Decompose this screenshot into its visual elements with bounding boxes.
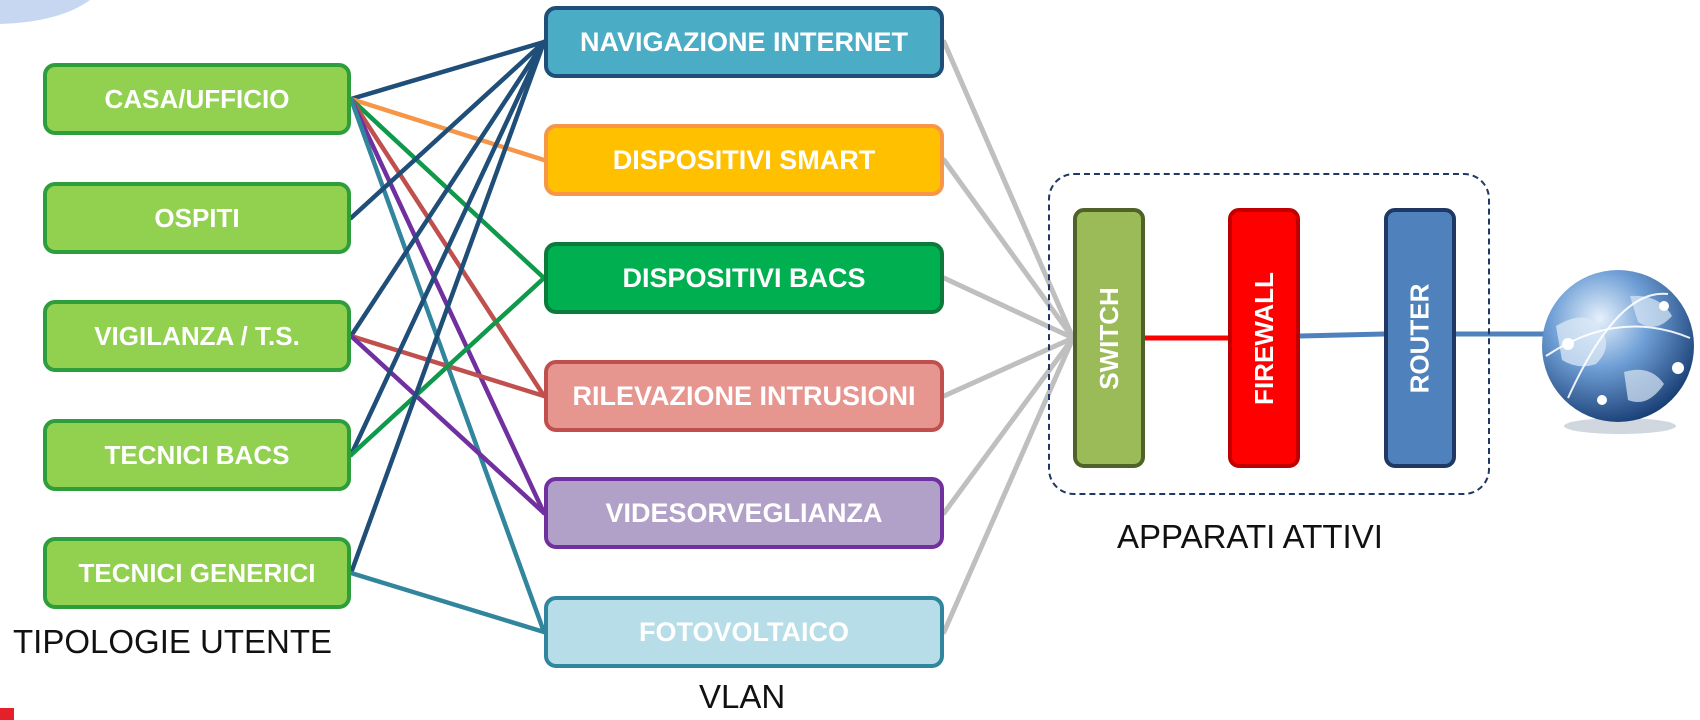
link-tecnici_bacs-nav bbox=[348, 39, 547, 458]
vlan-fotovoltaico: FOTOVOLTAICO bbox=[544, 596, 944, 668]
link-vlan-bacs-switch bbox=[941, 275, 1076, 341]
link-vigilanza-video bbox=[348, 333, 547, 516]
router-device: ROUTER bbox=[1384, 208, 1456, 468]
link-ospiti-nav bbox=[348, 39, 547, 221]
decorative-red-mark bbox=[0, 708, 14, 720]
internet-globe-icon bbox=[1542, 270, 1694, 434]
vlan-dispositivi-bacs: DISPOSITIVI BACS bbox=[544, 242, 944, 314]
user-type-tecnici-generici: TECNICI GENERICI bbox=[43, 537, 351, 609]
link-vlan-video-switch bbox=[941, 335, 1076, 516]
link-tecnici_generici-foto bbox=[348, 570, 547, 635]
caption-user-types: TIPOLOGIE UTENTE bbox=[13, 623, 333, 660]
decorative-shape-top-left bbox=[0, 0, 90, 24]
link-tecnici_bacs-bacs bbox=[348, 275, 547, 458]
caption-vlan: VLAN bbox=[699, 678, 786, 715]
vlan-dispositivi-smart: DISPOSITIVI SMART bbox=[544, 124, 944, 196]
firewall-device: FIREWALL bbox=[1228, 208, 1300, 468]
link-vlan-nav-switch bbox=[941, 39, 1076, 341]
user-type-vigilanza: VIGILANZA / T.S. bbox=[43, 300, 351, 372]
vlan-navigazione-internet: NAVIGAZIONE INTERNET bbox=[544, 6, 944, 78]
switch-device: SWITCH bbox=[1073, 208, 1145, 468]
link-vigilanza-nav bbox=[348, 39, 547, 339]
vlan-videosorveglianza: VIDESORVEGLIANZA bbox=[544, 477, 944, 549]
router-label: ROUTER bbox=[1404, 283, 1435, 393]
user-type-ospiti: OSPITI bbox=[43, 182, 351, 254]
link-firewall-router bbox=[1297, 331, 1387, 339]
vlan-rilevazione-intrusioni: RILEVAZIONE INTRUSIONI bbox=[544, 360, 944, 432]
active-devices-group bbox=[1048, 173, 1490, 495]
link-vlan-smart-switch bbox=[941, 157, 1076, 341]
firewall-label: FIREWALL bbox=[1248, 271, 1279, 405]
link-vlan-rilev-switch bbox=[941, 335, 1076, 399]
link-tecnici_generici-nav bbox=[348, 39, 547, 576]
user-type-tecnici-bacs: TECNICI BACS bbox=[43, 419, 351, 491]
user-type-casa-ufficio: CASA/UFFICIO bbox=[43, 63, 351, 135]
caption-active-devices: APPARATI ATTIVI bbox=[1117, 518, 1383, 555]
switch-label: SWITCH bbox=[1093, 286, 1124, 390]
link-casa-nav bbox=[348, 39, 547, 102]
link-vlan-foto-switch bbox=[941, 335, 1076, 635]
